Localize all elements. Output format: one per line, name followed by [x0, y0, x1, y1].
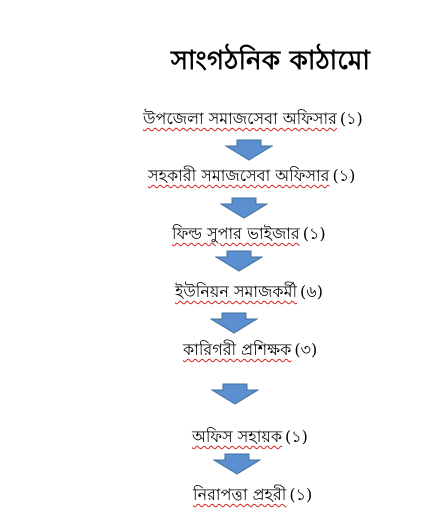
down-arrow-icon [210, 312, 258, 334]
step-label: ফিল্ড সুপার ভাইজার [172, 224, 300, 243]
step-upazila-social-service-officer: উপজেলা সমাজসেবা অফিসার(১) [143, 106, 363, 133]
step-count: (১) [339, 109, 363, 128]
down-arrow-icon [225, 139, 273, 161]
down-arrow-icon [213, 453, 261, 475]
step-security-guard: নিরাপত্তা প্রহরী(১) [193, 482, 312, 509]
step-count: (১) [289, 485, 313, 504]
down-arrow-icon [215, 250, 263, 272]
step-assistant-social-service-officer: সহকারী সমাজসেবা অফিসার(১) [148, 163, 355, 190]
step-label: ইউনিয়ন সমাজকর্মী [175, 282, 298, 301]
step-technical-trainer: কারিগরী প্রশিক্ষক(৩) [183, 337, 317, 364]
step-count: (৬) [300, 282, 323, 301]
down-arrow-icon [220, 197, 268, 219]
step-office-assistant: অফিস সহায়ক(১) [192, 424, 308, 451]
step-count: (৩) [294, 340, 318, 359]
chart-title: সাংগঠনিক কাঠামো [170, 46, 371, 76]
step-label: কারিগরী প্রশিক্ষক [183, 340, 292, 359]
step-count: (১) [285, 427, 308, 446]
step-union-social-worker: ইউনিয়ন সমাজকর্মী(৬) [175, 279, 323, 306]
step-count: (১) [332, 166, 356, 185]
down-arrow-icon [211, 383, 259, 405]
step-label: সহকারী সমাজসেবা অফিসার [148, 166, 330, 185]
step-count: (১) [302, 224, 326, 243]
step-label: অফিস সহায়ক [192, 427, 283, 446]
step-label: উপজেলা সমাজসেবা অফিসার [143, 109, 337, 128]
step-label: নিরাপত্তা প্রহরী [193, 485, 287, 504]
step-field-supervisor: ফিল্ড সুপার ভাইজার(১) [172, 221, 326, 248]
